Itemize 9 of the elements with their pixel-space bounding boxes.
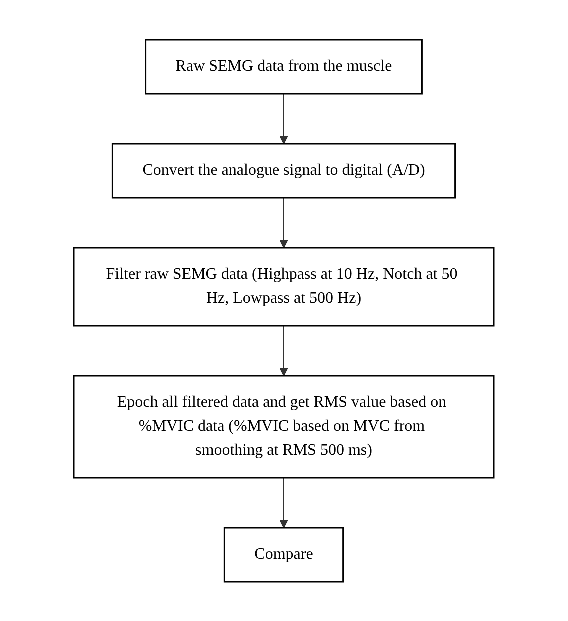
arrow xyxy=(280,197,288,248)
node-box: Compare xyxy=(224,526,344,582)
node-box: Raw SEMG data from the muscle xyxy=(145,38,423,94)
arrow xyxy=(280,325,288,376)
node-box: Filter raw SEMG data (Highpass at 10 Hz, Notch at 50 Hz, Lowpass at 500 Hz) xyxy=(73,246,495,326)
arrow xyxy=(280,93,288,144)
node-box: Epoch all filtered data and get RMS value based on %MVIC data (%MVIC based on MVC from smoothing at RMS 500 ms) xyxy=(73,374,495,478)
node-box: Convert the analogue signal to digital (A/D) xyxy=(112,142,456,198)
arrow xyxy=(280,477,288,528)
